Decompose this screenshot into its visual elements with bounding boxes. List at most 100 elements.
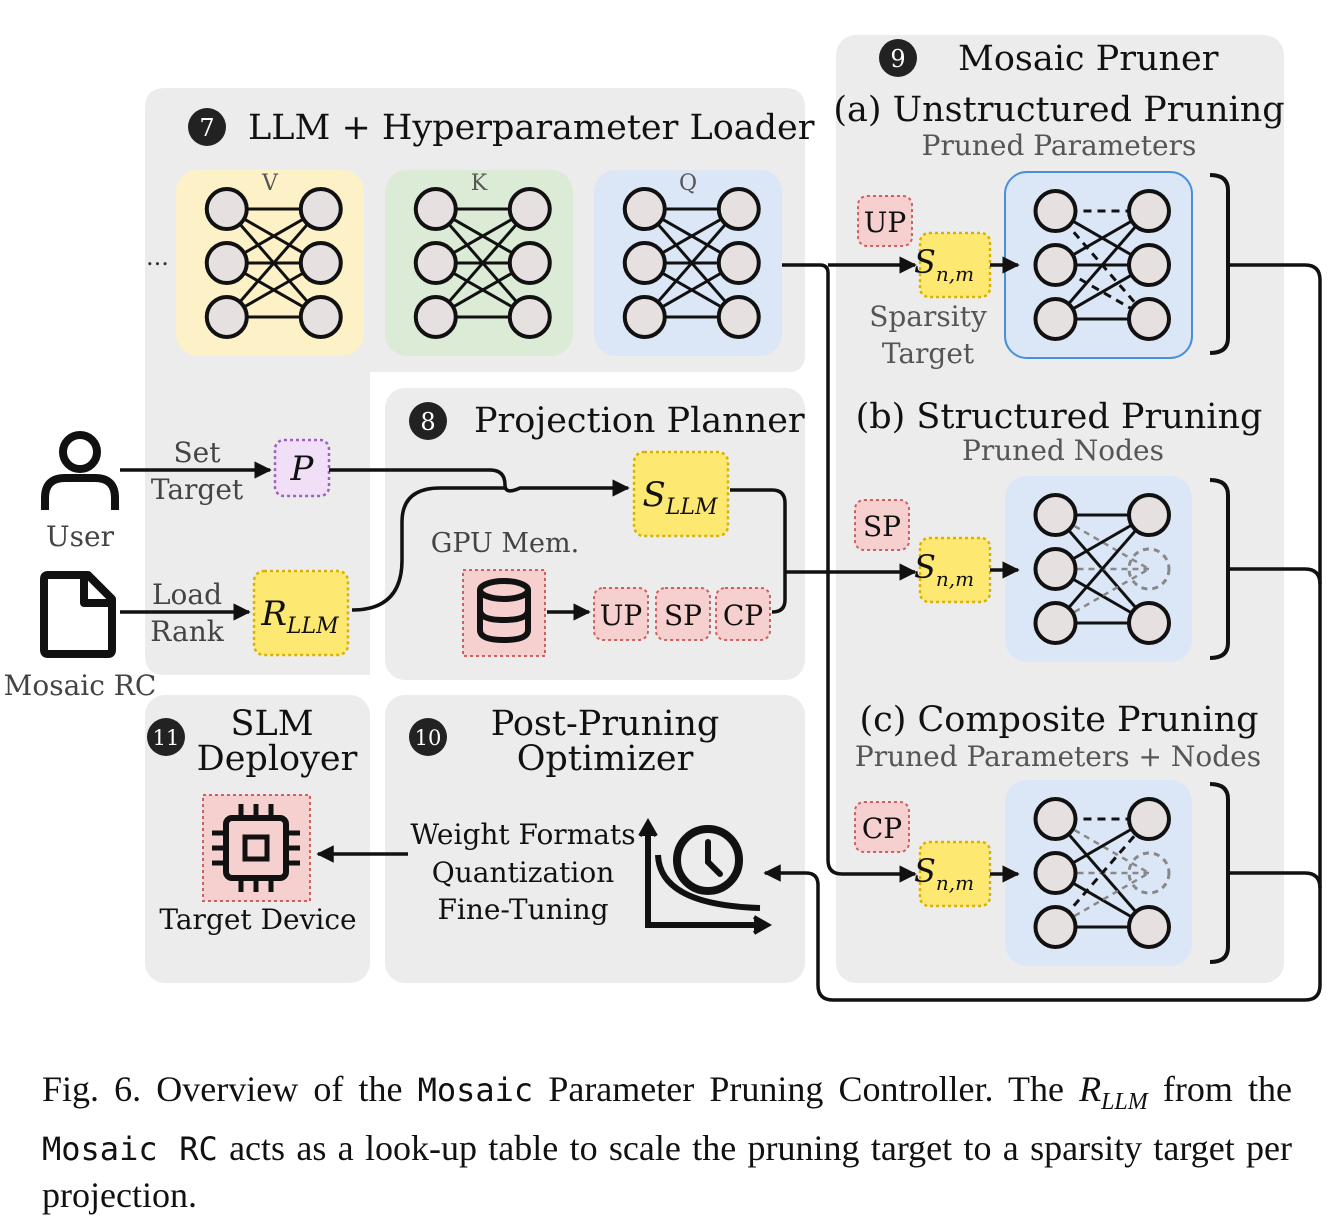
tradeoff-curve-icon	[638, 817, 773, 935]
connectors	[120, 256, 1322, 1002]
caption-line2-b: acts as a look-up table to scale the pru…	[42, 1128, 1293, 1216]
line-rllm-to-merge	[351, 486, 505, 612]
p-target-box: P	[273, 438, 331, 498]
tag-cp-label: CP	[862, 812, 902, 845]
svg-text:Sn,m: Sn,m	[914, 852, 974, 895]
unstructured-subtitle: Pruned Parameters	[922, 129, 1197, 162]
chip-cp-label: CP	[723, 599, 763, 632]
layer-q-net: Q	[594, 170, 782, 356]
loader-header: 7 LLM + Hyperparameter Loader	[188, 108, 815, 148]
line-q-out	[782, 263, 917, 883]
svg-text:SLLM: SLLM	[642, 475, 718, 520]
unstructured-net	[1004, 171, 1193, 359]
svg-text:Sn,m: Sn,m	[914, 243, 974, 286]
s-nm-box-structured: Sn,m	[914, 536, 992, 604]
planner-number: 8	[420, 408, 435, 436]
document-icon	[40, 571, 116, 658]
caption-mono-2: Mosaic RC	[42, 1130, 218, 1169]
loader-title: LLM + Hyperparameter Loader	[248, 108, 815, 148]
set-target-label-1: Set	[173, 436, 221, 469]
tag-up: UP	[857, 195, 913, 247]
loader-number-badge	[188, 108, 226, 146]
p-symbol: P	[290, 449, 315, 489]
chip-up-label: UP	[600, 599, 642, 632]
optimizer-title-1: Post-Pruning	[491, 704, 720, 744]
s-nm-box-unstructured: Sn,m	[914, 231, 992, 299]
bracket-unstructured	[1209, 173, 1230, 355]
caption-middle: Parameter Pruning Controller. The	[533, 1069, 1080, 1109]
caption-prefix: Fig. 6. Overview of the	[42, 1069, 418, 1109]
chip-sp-label: SP	[664, 599, 702, 632]
optimizer-item-2: Quantization	[432, 856, 614, 889]
line-bracket-b-out	[1230, 567, 1322, 585]
deployer-title-1: SLM	[230, 704, 313, 744]
load-rank-label-2: Rank	[150, 615, 224, 648]
mosaic-rc-label: Mosaic RC	[4, 669, 157, 702]
caption-mono-1: Mosaic	[417, 1071, 534, 1109]
caption-line2-a: from the	[1147, 1069, 1292, 1109]
layer-v-net: V	[176, 170, 364, 356]
r-llm-base: R	[260, 594, 287, 634]
layer-k-net: K	[385, 170, 573, 356]
line-sllm-out	[730, 488, 787, 572]
structured-subtitle: Pruned Nodes	[962, 434, 1164, 467]
optimizer-item-3: Fine-Tuning	[437, 893, 608, 926]
loader-number: 7	[199, 114, 214, 142]
planner-number-badge	[409, 402, 447, 440]
optimizer-title-2: Optimizer	[517, 739, 694, 779]
layers-ellipsis: ...	[146, 243, 169, 271]
pruner-number: 9	[890, 45, 905, 73]
load-rank-label-1: Load	[152, 578, 222, 611]
r-llm-sub: LLM	[286, 614, 339, 639]
figure-caption: Fig. 6. Overview of the Mosaic Parameter…	[42, 1066, 1292, 1218]
arrow-p-to-sllm	[329, 468, 630, 497]
bracket-composite	[1209, 782, 1230, 964]
layer-v-net-label: V	[261, 171, 279, 196]
line-bracket-c-out	[1230, 871, 1322, 889]
pruner-title: Mosaic Pruner	[958, 39, 1219, 79]
optimizer-number: 10	[415, 726, 442, 750]
clock-icon	[673, 825, 743, 895]
s-nm-box-composite: Sn,m	[914, 840, 992, 908]
user-label: User	[46, 520, 115, 553]
tag-sp: SP	[854, 499, 910, 551]
r-llm-box: RLLM	[252, 569, 350, 657]
optimizer-number-badge	[409, 718, 447, 756]
svg-text:RLLM: RLLM	[260, 594, 339, 639]
s-llm-box: SLLM	[632, 450, 730, 538]
set-target-label-2: Target	[151, 473, 244, 506]
deployer-title-2: Deployer	[197, 739, 358, 779]
gpu-mem-label: GPU Mem.	[431, 528, 579, 559]
line-chips-out	[771, 572, 787, 614]
caption-math: RLLM	[1079, 1069, 1148, 1116]
deployer-number: 11	[153, 726, 180, 750]
planner-title: Projection Planner	[474, 401, 805, 441]
svg-text:Sn,m: Sn,m	[914, 548, 974, 591]
bracket-structured	[1209, 478, 1230, 660]
line-bracket-a-out	[763, 263, 1322, 1002]
composite-title: (c) Composite Pruning	[859, 700, 1258, 740]
chip-cp: CP	[715, 587, 771, 641]
composite-net	[1005, 780, 1192, 966]
tag-cp: CP	[854, 801, 910, 853]
tag-sp-label: SP	[863, 510, 901, 543]
s-llm-base: S	[642, 475, 665, 515]
architecture-diagram: 7 LLM + Hyperparameter Loader ... V K Q Us…	[4, 35, 1322, 1002]
chip-up: UP	[593, 587, 649, 641]
sparsity-label-1: Sparsity	[869, 300, 987, 333]
deployer-number-badge	[147, 718, 185, 756]
chip-sp: SP	[655, 587, 711, 641]
pruner-number-badge	[879, 39, 917, 77]
sparsity-label-2: Target	[882, 337, 975, 370]
layer-k-net-label: K	[471, 171, 488, 196]
unstructured-title: (a) Unstructured Pruning	[833, 90, 1284, 130]
database-icon	[462, 569, 546, 657]
target-device-label: Target Device	[159, 903, 356, 936]
structured-title: (b) Structured Pruning	[856, 397, 1263, 437]
structured-net	[1005, 476, 1192, 662]
optimizer-panel	[385, 695, 805, 983]
cpu-chip-icon	[202, 794, 311, 902]
user-icon	[41, 431, 119, 510]
s-llm-sub: LLM	[665, 495, 718, 520]
layer-q-net-label: Q	[679, 171, 697, 196]
